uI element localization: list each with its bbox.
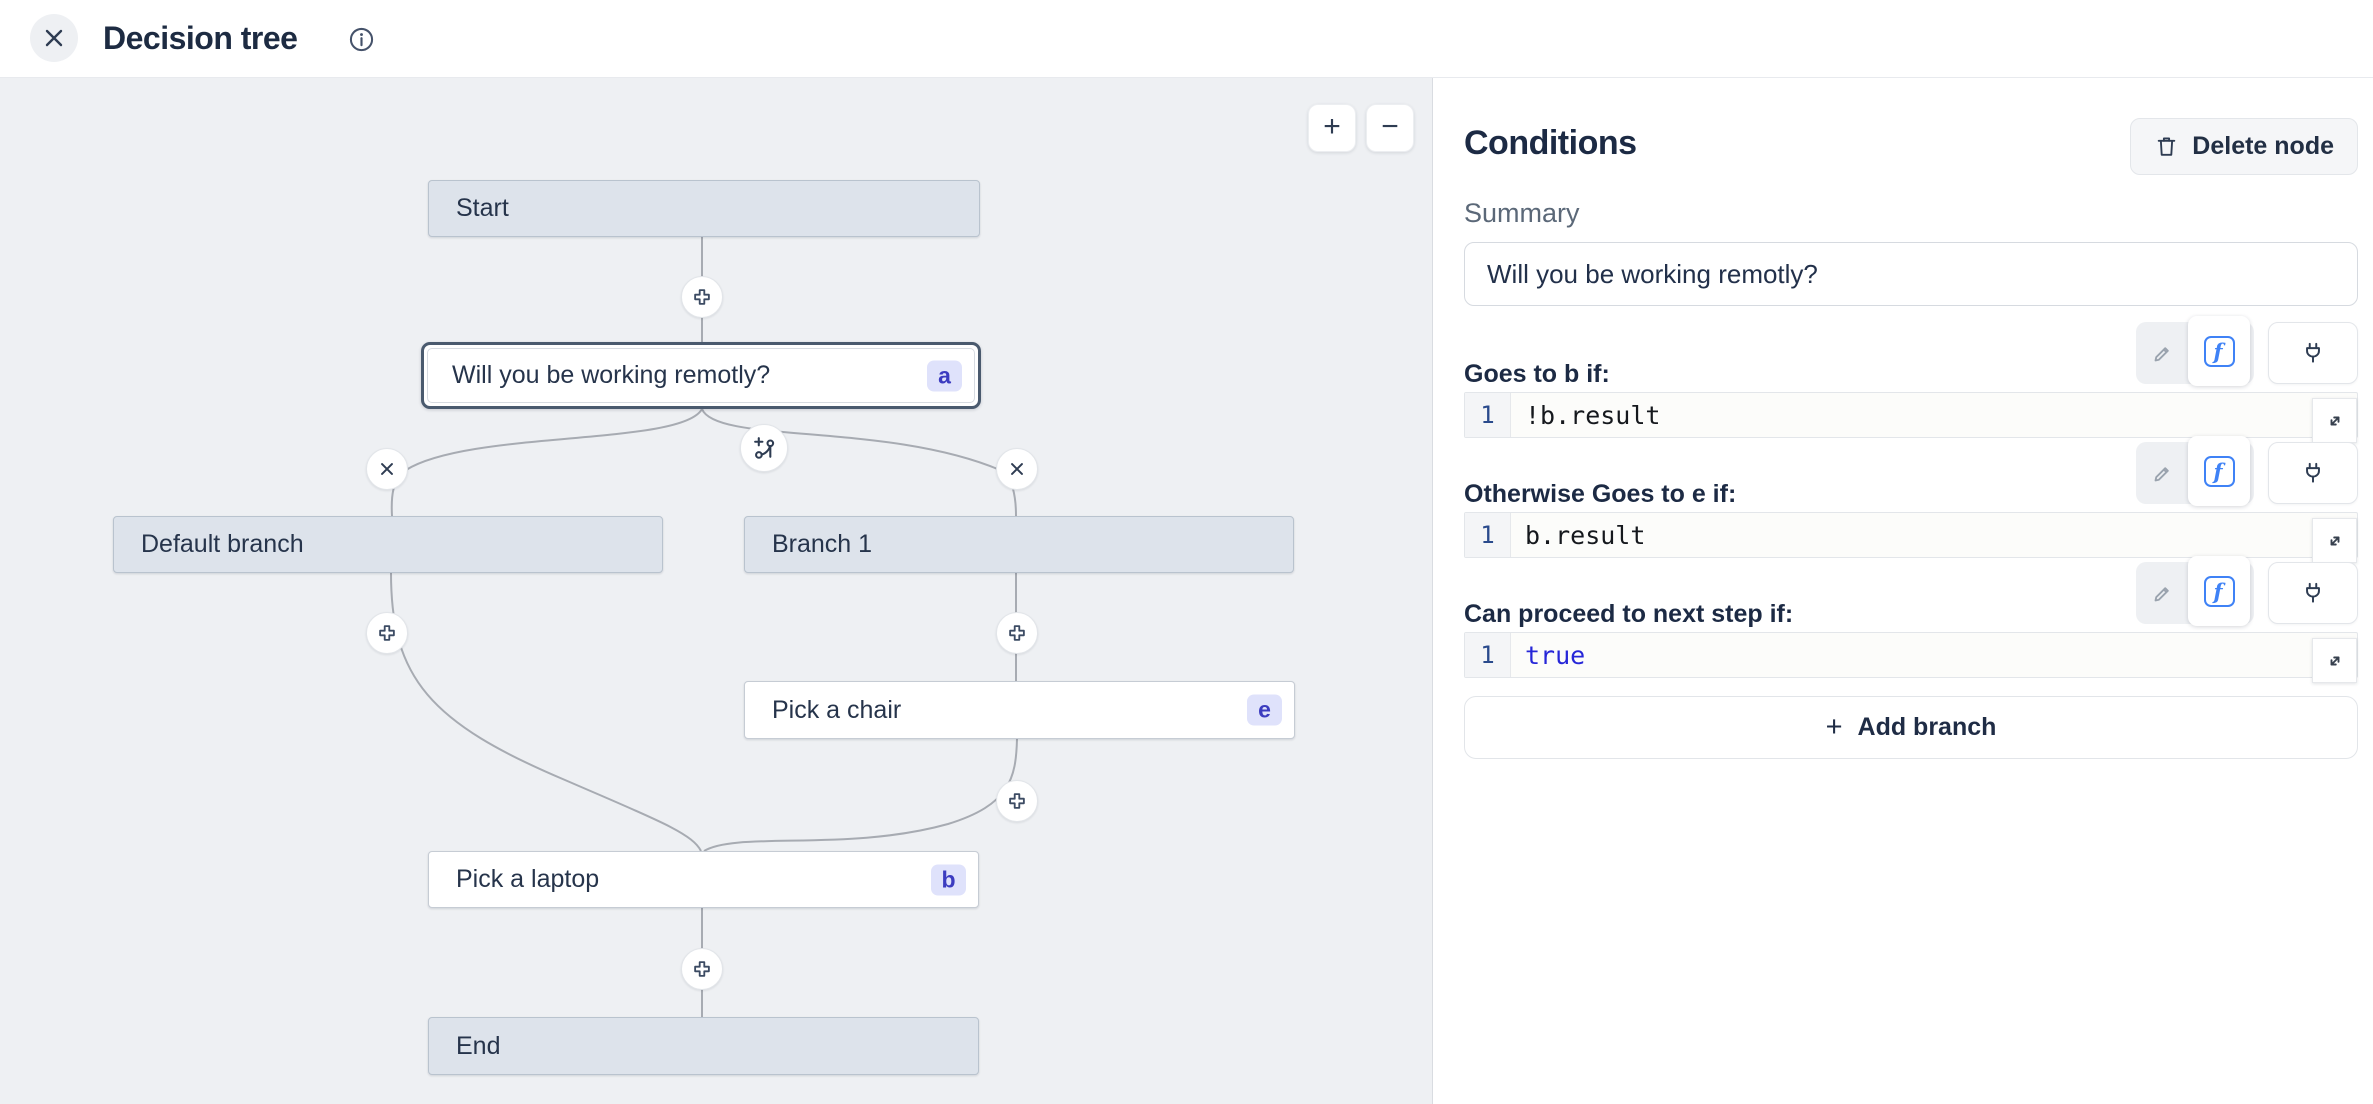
add-node-button[interactable] (681, 276, 723, 318)
node-badge: a (927, 360, 962, 391)
node-label: End (456, 1031, 501, 1060)
node-label: Default branch (141, 530, 304, 558)
fx-icon: f (2203, 455, 2235, 487)
remove-branch-right-button[interactable] (996, 448, 1038, 490)
add-node-button[interactable] (996, 780, 1038, 822)
node-decision-selected[interactable]: Will you be working remotly? a (421, 342, 981, 409)
connect-data-button[interactable] (2268, 322, 2358, 384)
plus-icon (379, 625, 395, 641)
zoom-out-label: − (1381, 109, 1399, 143)
expand-editor-button[interactable] (2312, 398, 2357, 443)
fx-mode-button[interactable]: f (2188, 316, 2250, 386)
text-mode-button[interactable] (2136, 562, 2188, 624)
expand-editor-button[interactable] (2312, 638, 2357, 683)
conditions-panel: Conditions Delete node Summary f (1433, 78, 2373, 1104)
pencil-icon (2154, 346, 2169, 361)
condition-label: Otherwise Goes to e if: (1464, 480, 1737, 508)
add-node-button[interactable] (681, 948, 723, 990)
info-icon[interactable] (347, 25, 375, 53)
expand-icon (2330, 656, 2339, 665)
condition-row-can-proceed: f Can proceed to next step if: 1 true (1464, 556, 2358, 683)
node-badge: e (1247, 694, 1282, 726)
node-badge: b (931, 864, 966, 895)
x-icon (381, 463, 393, 475)
add-node-button[interactable] (366, 612, 408, 654)
line-number: 1 (1465, 513, 1511, 557)
node-end[interactable]: End (428, 1017, 979, 1075)
zoom-in-label: + (1323, 109, 1341, 143)
node-label: Branch 1 (772, 530, 873, 558)
code-text[interactable]: true (1525, 640, 1586, 670)
plug-icon (2306, 342, 2320, 363)
zoom-out-button[interactable]: − (1366, 104, 1414, 152)
summary-input[interactable] (1464, 242, 2358, 306)
delete-node-label: Delete node (2192, 132, 2334, 160)
node-branch-1[interactable]: Branch 1 (744, 516, 1294, 573)
plus-icon: + (1825, 711, 1843, 743)
code-editor[interactable]: 1 b.result (1464, 512, 2358, 563)
connect-data-button[interactable] (2268, 442, 2358, 504)
editor-mode-controls: f (2136, 556, 2358, 626)
fx-icon: f (2203, 335, 2235, 367)
panel-title: Conditions (1464, 124, 1637, 162)
add-branch-node-button[interactable] (740, 424, 788, 472)
condition-label: Goes to b if: (1464, 360, 1610, 388)
node-label: Start (456, 194, 509, 222)
line-number: 1 (1465, 393, 1511, 437)
add-node-button[interactable] (996, 612, 1038, 654)
node-label: Will you be working remotly? (452, 361, 771, 389)
expand-editor-button[interactable] (2312, 518, 2357, 563)
plus-icon (1009, 625, 1025, 641)
close-icon (45, 29, 63, 47)
delete-node-button[interactable]: Delete node (2130, 118, 2358, 175)
plus-icon (694, 961, 710, 977)
pencil-icon (2154, 586, 2169, 601)
editor-mode-controls: f (2136, 316, 2358, 386)
plug-icon (2306, 582, 2320, 603)
expand-icon (2330, 416, 2339, 425)
x-icon (1011, 463, 1023, 475)
node-pick-chair[interactable]: Pick a chair e (744, 681, 1295, 739)
editor-mode-toggle: f (2136, 316, 2254, 386)
close-button[interactable] (30, 14, 78, 62)
expand-icon (2330, 536, 2339, 545)
node-label: Pick a laptop (456, 865, 600, 893)
code-text[interactable]: !b.result (1525, 400, 1661, 430)
node-decision-inner: Will you be working remotly? a (427, 348, 975, 403)
summary-label: Summary (1464, 198, 1580, 228)
code-editor[interactable]: 1 !b.result (1464, 392, 2358, 443)
page-title: Decision tree (103, 20, 298, 56)
trash-icon (2158, 137, 2176, 156)
plug-icon (2306, 462, 2320, 483)
remove-branch-left-button[interactable] (366, 448, 408, 490)
zoom-in-button[interactable]: + (1308, 104, 1356, 152)
node-label: Pick a chair (772, 695, 902, 724)
condition-row-goes-to-b: f Goes to b if: 1 !b.result (1464, 316, 2358, 443)
fx-mode-button[interactable]: f (2188, 436, 2250, 506)
editor-mode-toggle: f (2136, 436, 2254, 506)
fx-icon: f (2203, 575, 2235, 607)
pencil-icon (2154, 466, 2169, 481)
node-pick-laptop[interactable]: Pick a laptop b (428, 851, 979, 908)
add-branch-label: Add branch (1857, 713, 1997, 741)
editor-mode-controls: f (2136, 436, 2358, 506)
add-branch-button[interactable]: + Add branch (1464, 696, 2358, 759)
code-editor[interactable]: 1 true (1464, 632, 2358, 683)
flow-canvas[interactable]: + − Start Will you be working remotly? a… (0, 78, 1433, 1104)
editor-mode-toggle: f (2136, 556, 2254, 626)
line-number: 1 (1465, 633, 1511, 677)
plus-icon (1009, 793, 1025, 809)
text-mode-button[interactable] (2136, 322, 2188, 384)
plus-icon (694, 289, 710, 305)
node-default-branch[interactable]: Default branch (113, 516, 663, 573)
branch-plus-icon (753, 436, 774, 459)
text-mode-button[interactable] (2136, 442, 2188, 504)
code-text[interactable]: b.result (1525, 520, 1646, 550)
condition-row-otherwise-goes-to-e: f Otherwise Goes to e if: 1 b.result (1464, 436, 2358, 563)
condition-label: Can proceed to next step if: (1464, 600, 1794, 628)
top-bar: Decision tree (0, 0, 2373, 78)
node-start[interactable]: Start (428, 180, 980, 237)
connect-data-button[interactable] (2268, 562, 2358, 624)
fx-mode-button[interactable]: f (2188, 556, 2250, 626)
